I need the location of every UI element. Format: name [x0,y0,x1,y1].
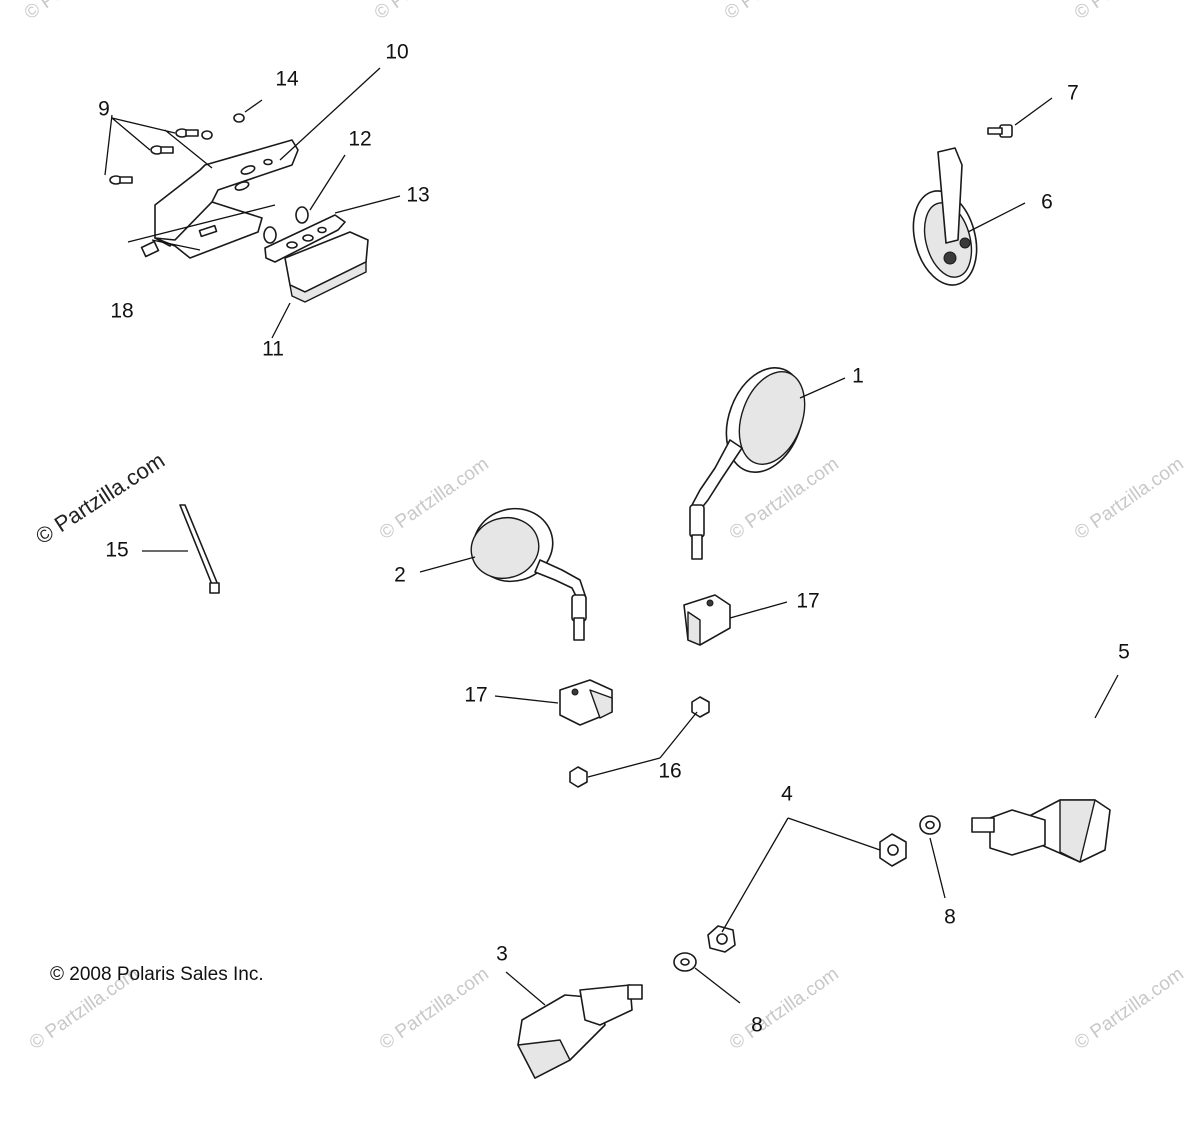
watermark-text: © Partzilla.com [1071,0,1188,24]
leader-line-2 [419,556,476,573]
leader-line-5 [1094,674,1119,719]
plate-hole [286,241,298,249]
watermark-text: © Partzilla.com [376,453,493,544]
leader-line-17 [729,601,788,619]
leader-line-12 [309,154,346,211]
plate-hole [302,234,314,242]
leader-line-3 [505,971,546,1006]
callout-7: 7 [1067,82,1079,105]
callout-8: 8 [944,906,956,929]
callout-16: 16 [658,760,681,783]
watermark-text: © Partzilla.com [1071,453,1188,544]
washer-hole [680,958,690,966]
leader-line-13 [334,195,401,214]
horn-bracket [937,147,963,244]
callout-6: 6 [1041,191,1053,214]
spacer-part [295,206,309,224]
screw-part [150,145,174,155]
callout-10: 10 [385,41,408,64]
nut-part [569,766,588,788]
cable-tie-part [179,504,220,594]
watermark-text: © Partzilla.com [376,963,493,1054]
leader-line-16 [587,711,698,778]
horn-terminal [959,237,971,249]
nut-hole [716,933,728,945]
license-light-lens [289,261,367,303]
horn-terminal [943,251,957,265]
callout-5: 5 [1118,641,1130,664]
watermark-text-dark: © Partzilla.com [31,447,169,549]
washer-hole [925,820,935,830]
leader-line-4 [721,817,881,933]
callout-15: 15 [105,539,128,562]
callout-17: 17 [796,590,819,613]
turn-signal-left-part [517,984,643,1079]
callout-3: 3 [496,943,508,966]
watermark-text: © Partzilla.com [371,0,488,24]
plate-hole [317,226,327,234]
bracket-hole [240,165,256,175]
watermark-text: © Partzilla.com [726,963,843,1054]
callout-11: 11 [262,338,284,361]
nut-part [233,113,245,123]
leader-line-1 [799,377,846,399]
leader-line-11 [271,302,291,339]
leader-line-8b [694,967,741,1004]
callout-8b: 8 [751,1014,763,1037]
mirror-left-part [470,507,587,641]
bracket-slot [198,224,218,238]
copyright-notice: © 2008 Polaris Sales Inc. [50,964,264,985]
screw-part [175,128,199,138]
callout-labels: 1 2 3 4 5 6 7 8 8 9 10 11 12 13 14 15 16… [98,41,1130,1037]
leader-line-7 [1014,97,1053,126]
callout-13: 13 [406,184,429,207]
horn-bolt-part [987,124,1013,138]
callout-14: 14 [275,68,299,91]
leader-line-8 [929,837,946,899]
callout-17b: 17 [464,684,487,707]
watermark-text: © Partzilla.com [21,0,138,24]
leader-line-18 [127,204,276,251]
leader-line-10 [279,67,381,161]
license-bracket-assembly [109,113,369,303]
leader-line-6 [967,202,1026,233]
leader-line-17b [494,695,559,704]
callout-9: 9 [98,98,110,121]
callout-4: 4 [781,783,793,806]
turn-signal-right-part [971,799,1111,863]
callout-18: 18 [110,300,133,323]
pin-part [140,240,160,258]
callout-1: 1 [852,365,864,388]
leader-line-14 [244,99,263,113]
watermark-text: © Partzilla.com [1071,963,1188,1054]
mirror-clamp-part [559,679,613,726]
mirror-clamp-part [683,594,731,646]
watermark-text: © Partzilla.com [721,0,838,24]
watermarks: © Partzilla.com © Partzilla.com © Partzi… [21,0,1188,1054]
screw-part [109,175,133,185]
nut-part [201,130,213,140]
callout-12: 12 [348,128,371,151]
nut-hole [887,844,899,856]
spacer-part [263,226,277,244]
bracket-hole [263,158,273,166]
mirror-right-part [689,366,806,560]
leader-line-9 [104,114,213,176]
nut-part [691,696,710,718]
leader-lines [104,67,1119,1006]
bracket-hole [234,181,250,191]
callout-2: 2 [394,564,406,587]
bracket-part [154,139,299,247]
horn-assembly [912,124,1013,286]
